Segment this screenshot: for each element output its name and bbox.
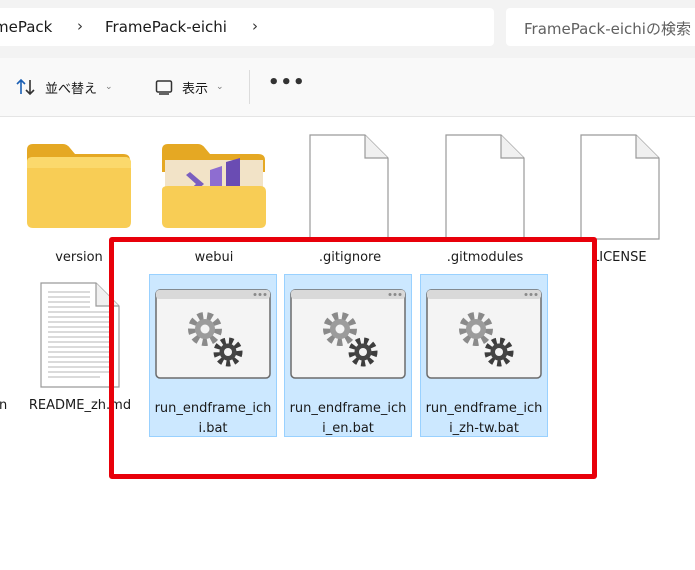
folder-item-webui[interactable] bbox=[160, 142, 268, 230]
item-label-version: version bbox=[55, 250, 103, 265]
folder-icon bbox=[27, 144, 131, 228]
label-line-2: i_en.bat bbox=[322, 421, 374, 436]
red-highlight-box bbox=[109, 237, 597, 479]
sort-icon bbox=[16, 78, 35, 96]
search-input[interactable]: FramePack-eichiの検索 bbox=[524, 20, 691, 38]
search-box[interactable]: FramePack-eichiの検索 bbox=[506, 8, 695, 46]
label-line-2: i.bat bbox=[198, 421, 228, 436]
file-item-run-endframe-ichi-bat[interactable]: run_endframe_ich i.bat bbox=[149, 274, 277, 437]
toolbar-divider bbox=[249, 70, 250, 104]
file-item-gitignore[interactable] bbox=[309, 134, 389, 240]
address-bar: mePack › FramePack-eichi › FramePack-eic… bbox=[0, 0, 695, 58]
file-icon bbox=[580, 134, 660, 240]
item-label-partial: n bbox=[0, 398, 8, 413]
file-item-license[interactable] bbox=[580, 134, 660, 240]
label-line-1: run_endframe_ich bbox=[154, 401, 272, 416]
bat-file-icon bbox=[155, 289, 271, 379]
chevron-right-icon[interactable]: › bbox=[77, 17, 83, 35]
label-line-2: i_zh-tw.bat bbox=[449, 421, 519, 436]
bat-file-icon bbox=[426, 289, 542, 379]
view-button[interactable]: 表示 ⌄ bbox=[155, 76, 224, 98]
item-label-webui: webui bbox=[194, 250, 234, 265]
sort-label: 並べ替え bbox=[45, 81, 98, 97]
item-label-run-endframe-ichi-zh-tw-bat: run_endframe_ich i_zh-tw.bat bbox=[421, 399, 547, 439]
chevron-down-icon: ⌄ bbox=[216, 82, 224, 92]
label-line-1: run_endframe_ich bbox=[425, 401, 543, 416]
folder-item-version[interactable] bbox=[25, 142, 133, 230]
vs-folder-icon bbox=[162, 144, 266, 228]
file-item-readme-zh[interactable] bbox=[40, 282, 120, 388]
breadcrumb-item-current[interactable]: FramePack-eichi bbox=[105, 18, 227, 36]
more-options-button[interactable]: ••• bbox=[268, 72, 306, 93]
label-line-1: run_endframe_ich bbox=[289, 401, 407, 416]
sort-button[interactable]: 並べ替え ⌄ bbox=[16, 76, 113, 98]
item-label-run-endframe-ichi-en-bat: run_endframe_ich i_en.bat bbox=[285, 399, 411, 439]
view-label: 表示 bbox=[182, 81, 209, 97]
bat-file-icon bbox=[290, 289, 406, 379]
file-icon bbox=[309, 134, 389, 240]
command-bar: 並べ替え ⌄ 表示 ⌄ ••• bbox=[0, 58, 695, 117]
file-icon bbox=[445, 134, 525, 240]
item-label-gitignore: .gitignore bbox=[318, 250, 382, 265]
chevron-right-icon[interactable]: › bbox=[252, 17, 258, 35]
item-label-run-endframe-ichi-bat: run_endframe_ich i.bat bbox=[150, 399, 276, 439]
file-item-gitmodules[interactable] bbox=[445, 134, 525, 240]
item-label-readme-zh: README_zh.md bbox=[28, 398, 132, 413]
item-label-gitmodules: .gitmodules bbox=[446, 250, 524, 265]
file-item-run-endframe-ichi-zh-tw-bat[interactable]: run_endframe_ich i_zh-tw.bat bbox=[420, 274, 548, 437]
breadcrumb[interactable]: mePack › FramePack-eichi › bbox=[0, 8, 494, 46]
text-file-icon bbox=[40, 282, 120, 388]
chevron-down-icon: ⌄ bbox=[105, 82, 113, 92]
file-item-run-endframe-ichi-en-bat[interactable]: run_endframe_ich i_en.bat bbox=[284, 274, 412, 437]
item-label-license: LICENSE bbox=[592, 250, 647, 265]
view-icon bbox=[155, 80, 173, 95]
breadcrumb-item-parent[interactable]: mePack bbox=[0, 18, 53, 36]
